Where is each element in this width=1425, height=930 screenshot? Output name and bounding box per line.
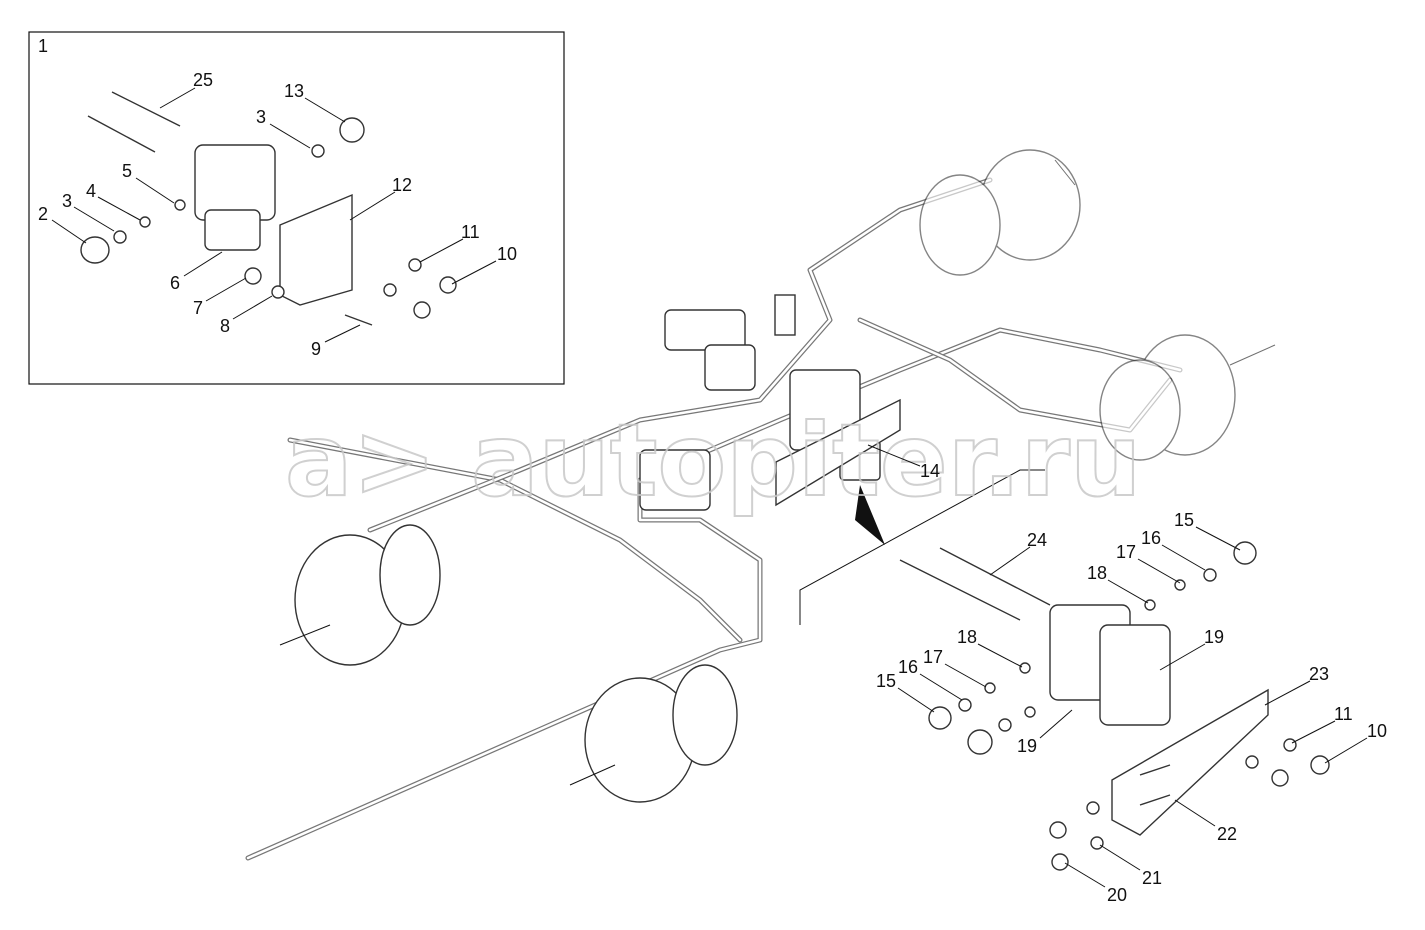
brake-chamber-front-left <box>919 149 1081 276</box>
callout: 24 <box>1027 530 1047 550</box>
callout: 9 <box>311 339 321 359</box>
callout: 15 <box>876 671 896 691</box>
callout: 7 <box>193 298 203 318</box>
callout: 20 <box>1107 885 1127 905</box>
callout: 4 <box>86 181 96 201</box>
brake-chamber-front-right <box>1099 334 1276 461</box>
callout: 19 <box>1204 627 1224 647</box>
inset-parts <box>80 91 457 326</box>
callout: 5 <box>122 161 132 181</box>
callout: 21 <box>1142 868 1162 888</box>
callout: 25 <box>193 70 213 90</box>
callouts: 25 13 3 5 12 2 3 4 11 10 6 7 8 9 14 24 1… <box>38 70 1387 905</box>
callout: 11 <box>461 222 480 242</box>
callout: 14 <box>920 461 940 481</box>
callout: 10 <box>497 244 517 264</box>
callout: 17 <box>1116 542 1136 562</box>
callout: 18 <box>957 627 977 647</box>
callout: 3 <box>62 191 72 211</box>
callout: 8 <box>220 316 230 336</box>
callout: 6 <box>170 273 180 293</box>
exploded-valve-parts <box>899 541 1330 871</box>
callout: 22 <box>1217 824 1237 844</box>
valve-assembly-main <box>639 294 901 511</box>
inset-label: 1 <box>38 36 48 56</box>
callout: 16 <box>1141 528 1161 548</box>
brake-chamber-rear-left <box>279 524 441 666</box>
callout: 23 <box>1309 664 1329 684</box>
callout: 10 <box>1367 721 1387 741</box>
callout: 17 <box>923 647 943 667</box>
callout: 3 <box>256 107 266 127</box>
inset-frame <box>28 31 565 385</box>
detail-pointer <box>799 469 1045 625</box>
callout: 13 <box>284 81 304 101</box>
callout: 16 <box>898 657 918 677</box>
callout: 2 <box>38 204 48 224</box>
callout: 15 <box>1174 510 1194 530</box>
callout: 11 <box>1334 704 1353 724</box>
brake-chamber-rear-right <box>569 664 738 803</box>
callout: 19 <box>1017 736 1037 756</box>
watermark: a> autopiter.ru <box>285 402 1141 519</box>
callout: 18 <box>1087 563 1107 583</box>
callout: 12 <box>392 175 412 195</box>
